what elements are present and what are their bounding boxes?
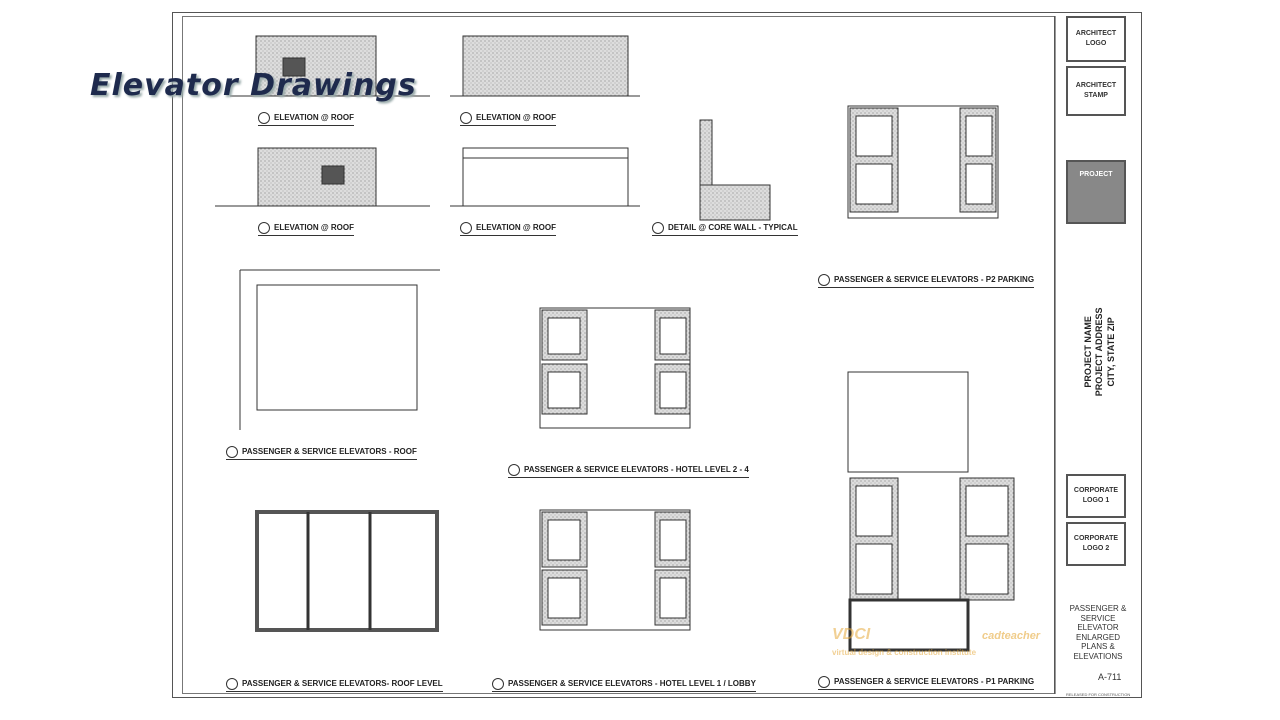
corporate-logo-1: CORPORATE LOGO 1 <box>1066 474 1126 518</box>
view-title-roof-level: PASSENGER & SERVICE ELEVATORS- ROOF LEVE… <box>226 678 443 692</box>
elevation-1 <box>230 35 430 97</box>
watermark-brand: VDCI <box>832 626 871 643</box>
plan-roof <box>239 269 440 430</box>
plan-roof-level <box>255 510 439 632</box>
watermark-partner: cadteacher <box>982 630 1041 642</box>
city-state-zip: CITY, STATE ZIP <box>1105 317 1116 387</box>
view-title-elevation-4: ELEVATION @ ROOF <box>460 222 556 236</box>
elevation-3 <box>215 147 430 207</box>
sheet-title: PASSENGER & SERVICE ELEVATOR ENLARGED PL… <box>1069 604 1127 661</box>
view-title-elevation-3: ELEVATION @ ROOF <box>258 222 354 236</box>
plan-p1-parking <box>847 371 1015 652</box>
elevation-2 <box>450 35 640 97</box>
drawing-sheet <box>172 12 1142 698</box>
release-status: RELEASED FOR CONSTRUCTION <box>1066 692 1131 697</box>
plan-hotel-lobby <box>539 509 691 631</box>
view-title-core-wall: DETAIL @ CORE WALL - TYPICAL <box>652 222 798 236</box>
view-title-p2: PASSENGER & SERVICE ELEVATORS - P2 PARKI… <box>818 274 1035 288</box>
elevation-4 <box>450 147 640 207</box>
project-address: PROJECT ADDRESS <box>1094 307 1105 397</box>
corporate-logo-2: CORPORATE LOGO 2 <box>1066 522 1126 566</box>
core-wall-detail <box>699 119 771 221</box>
view-title-lobby: PASSENGER & SERVICE ELEVATORS - HOTEL LE… <box>492 678 756 692</box>
view-title-elevation-1: ELEVATION @ ROOF <box>258 112 354 126</box>
view-title-elevation-2: ELEVATION @ ROOF <box>460 112 556 126</box>
sheet-number: A-711 <box>1098 672 1122 682</box>
project-info: PROJECT NAME PROJECT ADDRESS CITY, STATE… <box>1060 290 1140 400</box>
watermark-tagline: virtual design & construction institute <box>832 648 977 657</box>
architect-logo: ARCHITECT LOGO <box>1066 16 1126 62</box>
plan-p2-parking <box>847 105 999 219</box>
architect-stamp: ARCHITECT STAMP <box>1066 66 1126 116</box>
view-title-roof: PASSENGER & SERVICE ELEVATORS - ROOF <box>226 446 417 460</box>
project-image: PROJECT <box>1066 160 1126 224</box>
project-name: PROJECT NAME <box>1083 316 1094 388</box>
view-title-hotel-2-4: PASSENGER & SERVICE ELEVATORS - HOTEL LE… <box>508 464 749 478</box>
view-title-p1: PASSENGER & SERVICE ELEVATORS - P1 PARKI… <box>818 676 1035 690</box>
plan-hotel-2-4 <box>539 307 691 429</box>
slide-title: Elevator Drawings <box>90 68 417 103</box>
